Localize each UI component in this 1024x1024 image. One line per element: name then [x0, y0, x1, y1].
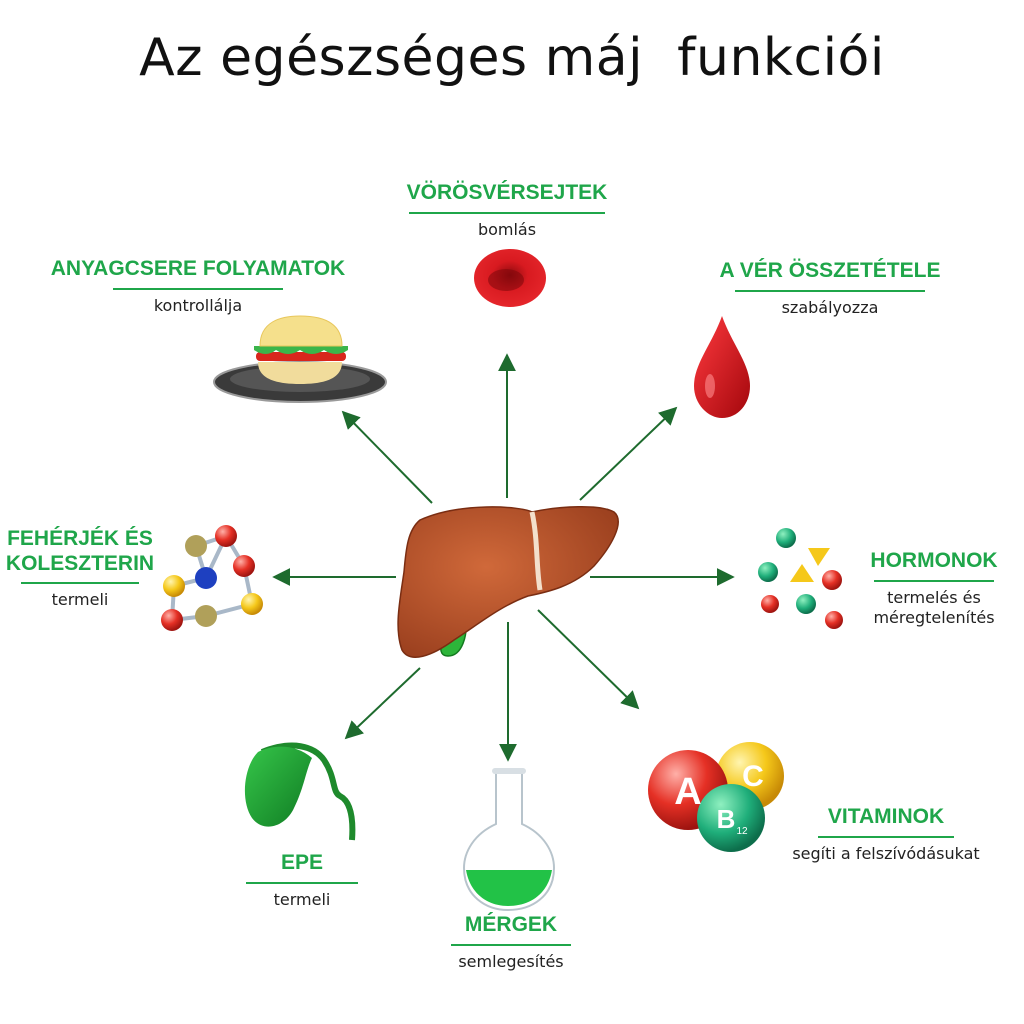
label-hormones: HORMONOK termelés és méregtelenítés: [852, 548, 1016, 628]
heading-red-blood-cells: VÖRÖSVÉRSEJTEK: [406, 181, 608, 204]
arrow-to-blood-composition: [579, 406, 678, 501]
label-bile: EPE termeli: [232, 850, 372, 910]
page-title: Az egészséges máj funkciói: [139, 28, 885, 88]
molecule-chain-icon: [161, 525, 263, 631]
label-vitamins: VITAMINOK segíti a felszívódásukat: [754, 804, 1018, 864]
vitamin-c-letter: C: [742, 760, 764, 793]
underline: [21, 582, 139, 584]
underline: [246, 882, 358, 884]
underline: [451, 944, 571, 946]
subtext-vitamins: segíti a felszívódásukat: [792, 844, 980, 863]
underline: [409, 212, 605, 214]
red-blood-cell-icon: [474, 249, 546, 307]
vitamin-b-subscript: 12: [736, 826, 748, 837]
underline: [818, 836, 954, 838]
burger-icon: [213, 315, 387, 403]
subtext-red-blood-cells: bomlás: [477, 220, 537, 239]
flask-icon: [462, 768, 556, 912]
subtext-metabolism: kontrollálja: [153, 296, 243, 315]
heading-hormones: HORMONOK: [870, 549, 998, 572]
subtext-hormones: termelés és méregtelenítés: [873, 588, 995, 627]
vitamin-b-letter: B: [717, 804, 736, 834]
arrow-to-bile: [344, 667, 421, 740]
underline: [735, 290, 925, 292]
underline: [874, 580, 994, 582]
label-toxins: MÉRGEK semlegesítés: [420, 912, 602, 972]
label-blood-composition: A VÉR ÖSSZETÉTELE szabályozza: [700, 258, 960, 318]
subtext-bile: termeli: [273, 890, 331, 909]
label-proteins: FEHÉRJÉK ÉS KOLESZTERIN termeli: [0, 526, 160, 610]
heading-proteins: FEHÉRJÉK ÉS KOLESZTERIN: [0, 526, 160, 582]
blood-drop-icon: [694, 316, 750, 418]
subtext-blood-composition: szabályozza: [781, 298, 879, 317]
vitamin-a-letter: A: [674, 771, 701, 813]
label-red-blood-cells: VÖRÖSVÉRSEJTEK bomlás: [392, 180, 622, 240]
heading-proteins-line-2: KOLESZTERIN: [5, 552, 155, 575]
heading-proteins-line-1: FEHÉRJÉK ÉS: [7, 527, 153, 550]
arrow-to-vitamins: [537, 609, 640, 710]
vitamin-balls-icon: A C B 12: [648, 742, 784, 852]
heading-blood-composition: A VÉR ÖSSZETÉTELE: [719, 259, 941, 282]
gallbladder-icon: [244, 742, 356, 841]
heading-bile: EPE: [280, 851, 324, 874]
hormone-molecules-icon: [758, 528, 843, 629]
underline: [113, 288, 283, 290]
heading-metabolism: ANYAGCSERE FOLYAMATOK: [50, 257, 346, 280]
liver-icon: [397, 506, 619, 658]
arrows: [272, 353, 735, 762]
subtext-proteins: termeli: [51, 590, 109, 609]
subtext-toxins: semlegesítés: [458, 952, 564, 971]
arrow-to-metabolism: [341, 410, 433, 504]
heading-toxins: MÉRGEK: [464, 913, 558, 936]
heading-vitamins: VITAMINOK: [827, 805, 945, 828]
label-metabolism: ANYAGCSERE FOLYAMATOK kontrollálja: [18, 256, 378, 316]
